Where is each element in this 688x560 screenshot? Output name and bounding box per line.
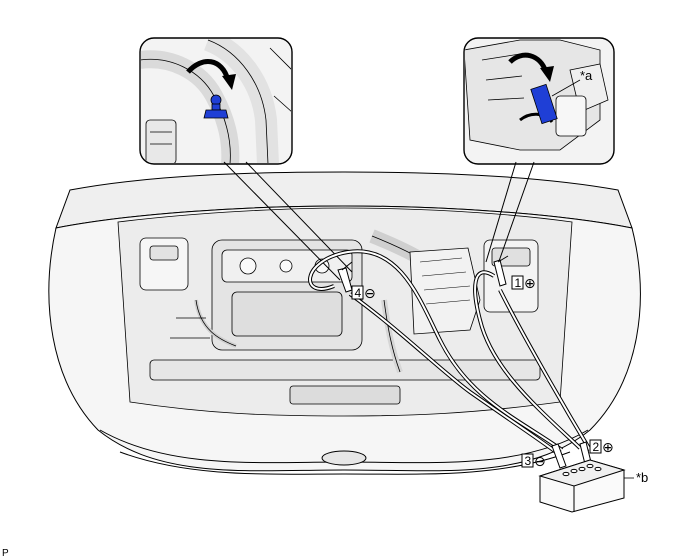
jumper-cables bbox=[308, 249, 592, 454]
svg-text:4: 4 bbox=[355, 286, 362, 300]
engine-bay bbox=[117, 207, 573, 417]
step-label-2: 2 ⊕ bbox=[589, 439, 614, 456]
svg-text:⊕: ⊕ bbox=[524, 276, 536, 292]
ground-bolt-icon bbox=[203, 94, 229, 119]
step-label-1: 1 ⊕ bbox=[511, 275, 536, 292]
callout-b: *b bbox=[636, 470, 648, 485]
callout-a: *a bbox=[580, 68, 593, 83]
clamp-icon bbox=[551, 443, 567, 469]
inset-ground-terminal bbox=[139, 37, 293, 165]
svg-text:1: 1 bbox=[515, 276, 522, 290]
step-label-4: 4 ⊖ bbox=[351, 285, 376, 302]
clamp-icon bbox=[493, 255, 509, 287]
inset-positive-terminal: *a bbox=[463, 37, 615, 165]
figure-code: P bbox=[2, 548, 9, 559]
svg-text:⊖: ⊖ bbox=[364, 286, 376, 302]
battery-icon bbox=[538, 459, 626, 513]
rotation-arrow-icon bbox=[508, 52, 554, 82]
rotation-arrow-icon bbox=[186, 59, 236, 90]
svg-text:⊖: ⊖ bbox=[534, 454, 546, 470]
svg-text:⊕: ⊕ bbox=[602, 440, 614, 456]
svg-text:3: 3 bbox=[525, 454, 532, 468]
svg-text:2: 2 bbox=[593, 440, 600, 454]
step-label-3: 3 ⊖ bbox=[521, 453, 546, 470]
